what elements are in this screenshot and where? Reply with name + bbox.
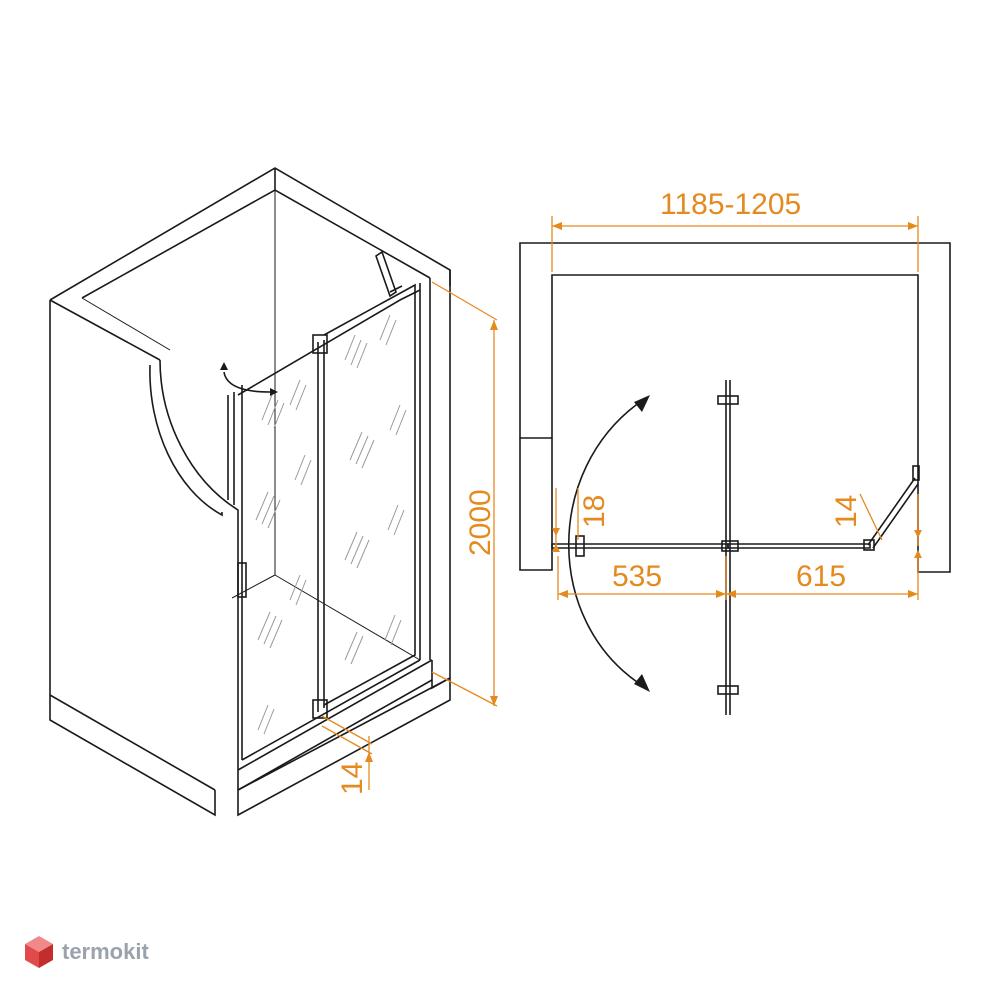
plan-width-arrow-right (908, 222, 918, 230)
iso-wall-top-rim (49, 167, 451, 361)
iso-profile-vertical (317, 340, 325, 712)
brand-logo: termokit (24, 935, 149, 969)
plan-seal-right-arrow-a (914, 530, 922, 538)
iso-height-arrow-bottom (490, 696, 498, 706)
iso-left-wall (49, 300, 216, 817)
iso-seal-dim-line (321, 715, 373, 790)
iso-handle (237, 562, 247, 598)
plan-width-label: 1185-1205 (660, 188, 801, 221)
iso-support-bar (375, 250, 403, 298)
iso-right-wall (237, 270, 451, 817)
iso-tray (237, 659, 433, 791)
plan-panel-arrow-mid-a (716, 590, 726, 598)
isometric-view: 2000 14 (49, 167, 498, 817)
plan-left-panel-label: 535 (612, 560, 662, 593)
plan-fixed-panel (727, 543, 871, 549)
brand-name: termokit (62, 939, 149, 964)
iso-swing-arrow (223, 371, 271, 393)
iso-swing-arrowhead-top (220, 362, 228, 370)
iso-height-arrow-top (490, 320, 498, 330)
plan-swing-arrowhead-top (634, 395, 650, 412)
plan-seal-right-dim-line (859, 493, 919, 546)
iso-swing-arrowhead-right (270, 388, 278, 396)
iso-seal-label: 14 (336, 762, 369, 795)
plan-panel-arrow-mid-b (726, 590, 736, 598)
plan-panel-arrow-left (558, 590, 568, 598)
plan-support-wall-bracket (912, 465, 920, 481)
plan-width-dim-line (551, 216, 919, 272)
iso-seal-arrow (365, 752, 373, 762)
plan-panel-dim-line (557, 556, 919, 600)
plan-door-panel (551, 543, 729, 549)
plan-support-bar (867, 477, 919, 549)
plan-wall-outline (519, 242, 951, 573)
iso-height-dim-line (431, 281, 498, 707)
plan-handle (575, 535, 585, 557)
plan-right-panel-label: 615 (796, 560, 846, 593)
plan-seal-right-arrow-b (914, 550, 922, 558)
plan-seal-left-dim-line (555, 488, 579, 546)
iso-hinge-top (312, 334, 328, 354)
iso-curved-cutaway (149, 359, 239, 790)
iso-glass-hatching (255, 314, 407, 735)
plan-door-open-panel (725, 380, 731, 715)
plan-view: 1185-1205 18 14 535 615 (519, 188, 951, 715)
plan-seal-left-label: 18 (578, 495, 611, 528)
plan-seal-right-label: 14 (830, 495, 863, 528)
plan-width-arrow-left (552, 222, 562, 230)
iso-door-frame (227, 289, 421, 761)
iso-right-frame (419, 278, 431, 660)
iso-fixed-panel-frame (323, 283, 416, 706)
plan-door-open-bottom-bracket (717, 685, 739, 695)
plan-wall-left-stub (519, 438, 553, 571)
brand-cube-icon (25, 936, 53, 968)
plan-seal-left-arrow-a (552, 528, 560, 536)
iso-height-label: 2000 (464, 489, 497, 556)
iso-curved-inner (81, 297, 171, 351)
plan-swing-arc (567, 401, 641, 685)
plan-panel-arrow-right (908, 590, 918, 598)
plan-right-clamp (863, 539, 875, 551)
plan-door-open-top-bracket (717, 395, 739, 405)
iso-hinge-bottom (312, 699, 328, 719)
plan-swing-arrowhead-bottom (634, 674, 650, 692)
plan-seal-left-arrow-b (552, 544, 560, 552)
